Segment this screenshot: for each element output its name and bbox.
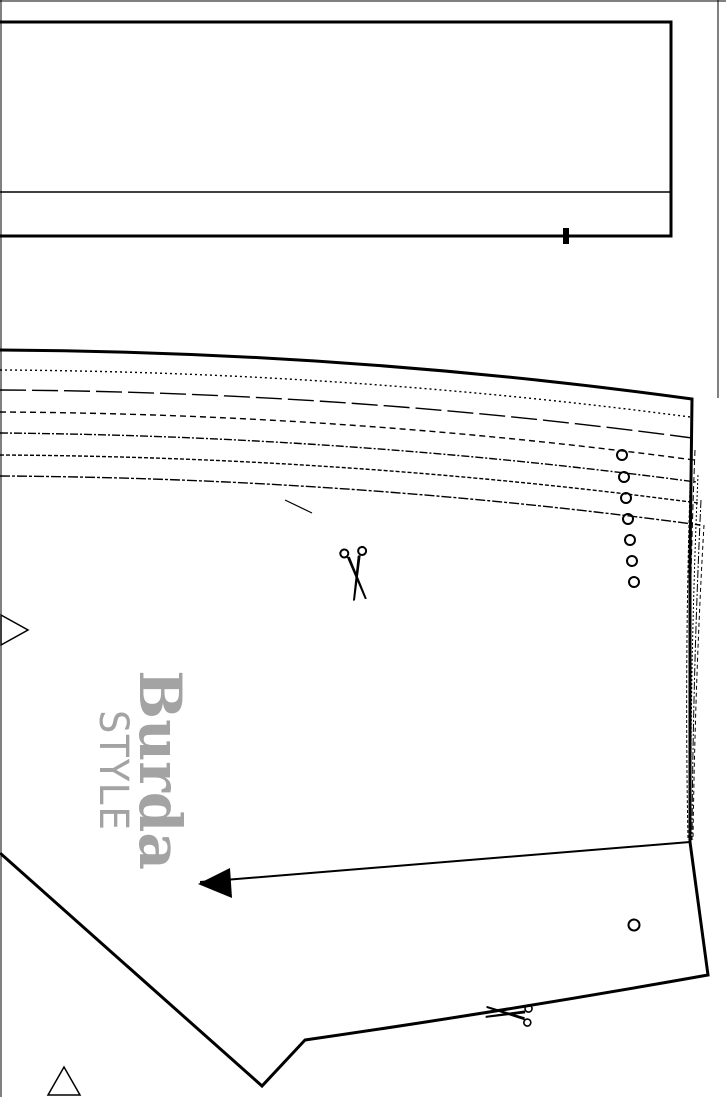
placement-circle xyxy=(620,492,632,504)
hem-line xyxy=(199,841,691,883)
size-line-short-dash xyxy=(0,411,695,461)
brand-name: Burda xyxy=(126,670,194,870)
placement-circle xyxy=(626,555,638,567)
side-seam-line-3 xyxy=(690,474,699,841)
placement-markers xyxy=(616,449,641,932)
grainline-arrowhead xyxy=(198,868,232,898)
notch-triangle-bottom xyxy=(46,1065,82,1096)
waistband-notch-mark xyxy=(563,228,569,244)
placement-circle xyxy=(628,576,640,588)
placement-circle xyxy=(616,449,628,461)
placement-circle xyxy=(627,918,641,932)
side-seam-line-5 xyxy=(692,524,705,841)
scissors-icon xyxy=(485,1004,533,1027)
brand-tagline: STYLE xyxy=(90,710,136,830)
side-seam-line-4 xyxy=(691,499,702,841)
dart-mark xyxy=(284,499,313,514)
main-pattern-piece xyxy=(0,348,710,1096)
brand-watermark: Burda STYLE xyxy=(90,670,194,870)
size-line-dotted xyxy=(0,369,691,418)
size-line-cross xyxy=(0,454,699,504)
size-line-double-dash xyxy=(0,475,701,526)
placement-circle xyxy=(624,534,636,546)
waistband-piece xyxy=(0,20,673,244)
side-seam-line-1 xyxy=(686,429,693,841)
notch-triangle-left xyxy=(0,613,30,647)
size-line-dot-chain xyxy=(0,432,697,483)
scissors-icon xyxy=(339,545,368,601)
placement-circle xyxy=(618,471,630,483)
waistband-outline xyxy=(0,20,673,238)
placement-circle xyxy=(622,513,634,525)
main-piece-outline xyxy=(0,348,710,1089)
size-line-long-dash xyxy=(0,389,693,439)
